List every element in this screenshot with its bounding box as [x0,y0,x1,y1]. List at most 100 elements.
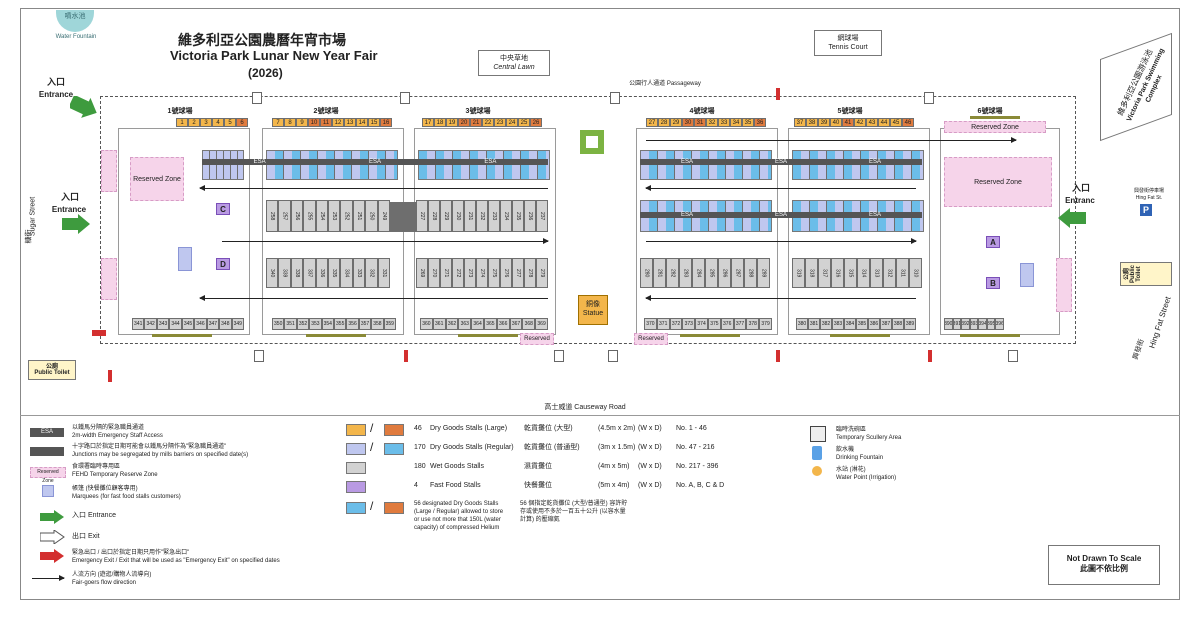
wet-goods-stall[interactable]: 346 [194,318,207,330]
wet-goods-stall[interactable]: 234 [500,200,512,232]
wet-goods-stall[interactable]: 316 [831,258,844,288]
wet-goods-stall[interactable]: 358 [371,318,384,330]
large-dry-stall[interactable]: 5 [224,118,236,127]
wet-goods-stall[interactable]: 271 [440,258,452,288]
large-dry-stall[interactable]: 21 [470,118,482,127]
exit-icon[interactable] [608,350,618,362]
large-dry-stall[interactable]: 36 [754,118,766,127]
wet-goods-stall[interactable]: 349 [231,318,244,330]
wet-goods-stall[interactable]: 279 [536,258,548,288]
wet-goods-stall[interactable]: 236 [524,200,536,232]
fast-food-stall-c[interactable]: C [216,203,230,215]
exit-icon[interactable] [924,92,934,104]
large-dry-stall[interactable]: 2 [188,118,200,127]
wet-goods-stall[interactable]: 283 [679,258,692,288]
wet-goods-stall[interactable]: 368 [522,318,536,330]
wet-goods-stall[interactable]: 338 [290,258,304,288]
wet-goods-stall[interactable]: 341 [132,318,145,330]
wet-goods-stall[interactable]: 355 [334,318,347,330]
entrance-arrow-icon[interactable] [62,214,92,234]
large-dry-stall[interactable]: 37 [794,118,806,127]
large-dry-stall[interactable]: 3 [200,118,212,127]
exit-icon[interactable] [610,92,620,104]
wet-goods-stall[interactable]: 284 [692,258,705,288]
wet-goods-stall[interactable]: 288 [744,258,757,288]
large-dry-stall[interactable]: 20 [458,118,470,127]
wet-goods-stall[interactable]: 387 [880,318,892,330]
wet-goods-stall[interactable]: 370 [644,318,657,330]
emergency-exit-icon[interactable] [776,350,780,362]
large-dry-stall[interactable]: 27 [646,118,658,127]
exit-icon[interactable] [1008,350,1018,362]
wet-goods-stall[interactable]: 227 [416,200,428,232]
large-dry-stall[interactable]: 14 [356,118,368,127]
wet-goods-stall[interactable]: 257 [278,200,291,232]
large-dry-stall[interactable]: 43 [866,118,878,127]
wet-goods-stall[interactable]: 230 [452,200,464,232]
emergency-exit-icon[interactable] [108,370,112,382]
wet-goods-stall[interactable]: 275 [488,258,500,288]
wet-goods-stall[interactable]: 277 [512,258,524,288]
wet-goods-stall[interactable]: 371 [656,318,670,330]
wet-goods-stall[interactable]: 347 [206,318,220,330]
wet-goods-stall[interactable]: 233 [488,200,500,232]
wet-goods-stall[interactable]: 362 [445,318,459,330]
wet-goods-stall[interactable]: 251 [352,200,366,232]
wet-goods-stall[interactable]: 289 [757,258,770,288]
wet-goods-stall[interactable]: 253 [328,200,341,232]
large-dry-stall[interactable]: 7 [272,118,284,127]
large-dry-stall[interactable]: 30 [682,118,694,127]
wet-goods-stall[interactable]: 377 [733,318,747,330]
wet-goods-stall[interactable]: 382 [820,318,832,330]
wet-goods-stall[interactable]: 367 [509,318,523,330]
wet-goods-stall[interactable]: 392 [961,318,970,330]
wet-goods-stall[interactable]: 269 [416,258,428,288]
large-dry-stall[interactable]: 46 [902,118,914,127]
wet-goods-stall[interactable]: 273 [464,258,476,288]
wet-goods-stall[interactable]: 352 [296,318,310,330]
wet-goods-stall[interactable]: 340 [266,258,279,288]
wet-goods-stall[interactable]: 386 [868,318,880,330]
large-dry-stall[interactable]: 6 [236,118,248,127]
wet-goods-stall[interactable]: 334 [340,258,353,288]
wet-goods-stall[interactable]: 344 [169,318,182,330]
wet-goods-stall[interactable]: 331 [377,258,390,288]
wet-goods-stall[interactable]: 256 [290,200,304,232]
wet-goods-stall[interactable]: 282 [666,258,679,288]
wet-goods-stall[interactable]: 388 [892,318,904,330]
wet-goods-stall[interactable]: 385 [856,318,868,330]
wet-goods-stall[interactable]: 317 [818,258,831,288]
wet-goods-stall[interactable]: 390 [944,318,953,330]
large-dry-stall[interactable]: 31 [694,118,706,127]
wet-goods-stall[interactable]: 372 [669,318,683,330]
fast-food-stall-b[interactable]: B [986,277,1000,289]
wet-goods-stall[interactable]: 357 [358,318,372,330]
exit-icon[interactable] [252,92,262,104]
wet-goods-stall[interactable]: 384 [844,318,856,330]
wet-goods-stall[interactable]: 281 [653,258,666,288]
large-dry-stall[interactable]: 25 [518,118,530,127]
wet-goods-stall[interactable]: 365 [484,318,497,330]
wet-goods-stall[interactable]: 383 [832,318,844,330]
emergency-exit-icon[interactable] [92,330,106,336]
large-dry-stall[interactable]: 42 [854,118,866,127]
wet-goods-stall[interactable]: 381 [808,318,820,330]
wet-goods-stall[interactable]: 232 [476,200,488,232]
large-dry-stall[interactable]: 41 [842,118,854,127]
wet-goods-stall[interactable]: 364 [471,318,484,330]
wet-goods-stall[interactable]: 360 [420,318,433,330]
wet-goods-stall[interactable]: 374 [695,318,708,330]
wet-goods-stall[interactable]: 235 [512,200,524,232]
wet-goods-stall[interactable]: 342 [144,318,157,330]
wet-goods-stall[interactable]: 332 [365,258,378,288]
wet-goods-stall[interactable]: 354 [321,318,334,330]
large-dry-stall[interactable]: 44 [878,118,890,127]
wet-goods-stall[interactable]: 228 [428,200,440,232]
wet-goods-stall[interactable]: 229 [440,200,452,232]
wet-goods-stall[interactable]: 389 [904,318,916,330]
exit-icon[interactable] [254,350,264,362]
wet-goods-stall[interactable]: 278 [524,258,536,288]
wet-goods-stall[interactable]: 339 [278,258,291,288]
large-dry-stall[interactable]: 11 [320,118,332,127]
wet-goods-stall[interactable]: 272 [452,258,464,288]
